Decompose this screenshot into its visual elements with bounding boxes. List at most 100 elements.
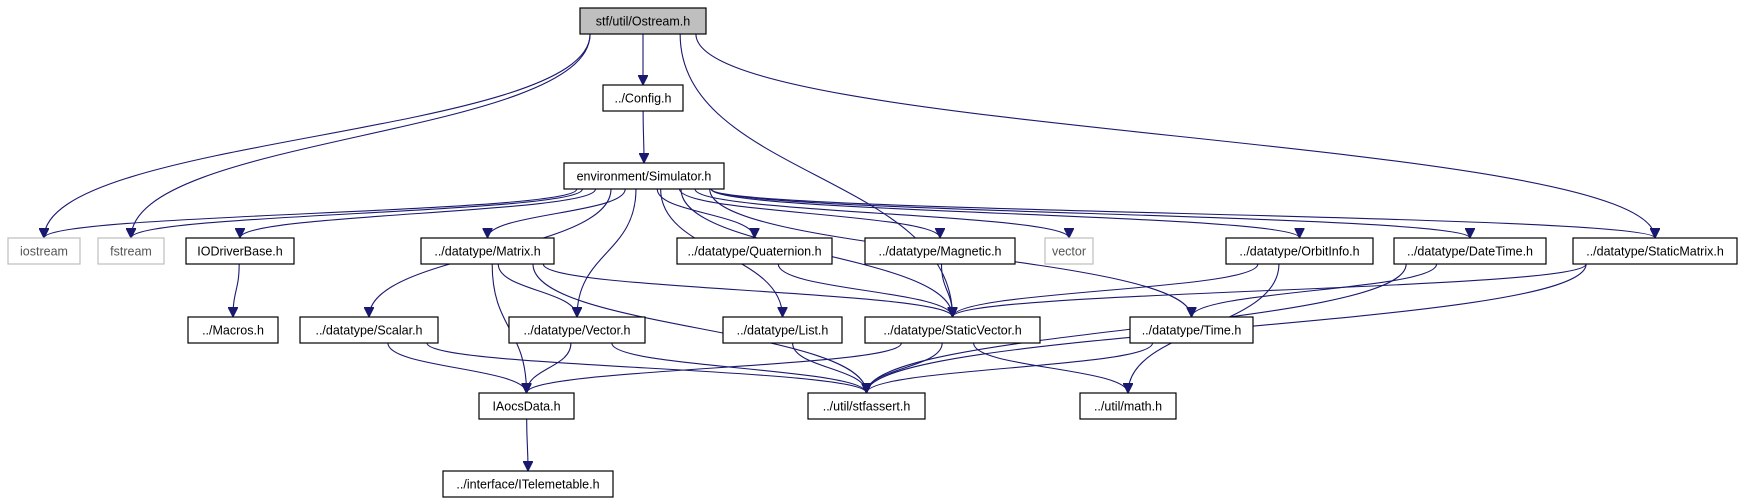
node-fstream: fstream	[97, 237, 165, 265]
node-label: ../datatype/Scalar.h	[315, 324, 422, 338]
node-box	[97, 237, 165, 265]
node-box	[478, 392, 575, 420]
node-box	[299, 316, 439, 344]
node-environment-simulator-h[interactable]: environment/Simulator.h	[563, 162, 725, 190]
node-datatype-scalar-h[interactable]: ../datatype/Scalar.h	[299, 316, 439, 344]
edge-ostream-to-iostream	[44, 33, 591, 238]
node-label: IAocsData.h	[492, 400, 560, 414]
edge-vectorh-to-iaocsdata	[527, 342, 572, 394]
node-config-h[interactable]: ../Config.h	[602, 84, 684, 112]
node-box	[1225, 237, 1374, 265]
node-datatype-datetime-h[interactable]: ../datatype/DateTime.h	[1393, 237, 1547, 265]
node-label: ../datatype/StaticMatrix.h	[1586, 245, 1724, 259]
node-label: environment/Simulator.h	[577, 170, 712, 184]
edge-config-to-simulator	[643, 110, 644, 163]
edge-ostream-to-fstream	[131, 33, 591, 238]
node-stf-util-ostream-h[interactable]: stf/util/Ostream.h	[579, 7, 707, 35]
edge-staticvector-to-math	[973, 342, 1128, 394]
node-label: ../datatype/DateTime.h	[1407, 245, 1533, 259]
edge-matrix-to-staticvector	[542, 263, 952, 318]
node-label: ../datatype/Vector.h	[523, 324, 630, 338]
edge-simulator-to-staticmatrix	[710, 188, 1655, 239]
node-box	[722, 316, 843, 344]
node-datatype-list-h[interactable]: ../datatype/List.h	[722, 316, 843, 344]
node-label: ../datatype/List.h	[737, 324, 829, 338]
node-box	[442, 470, 614, 498]
node-box	[563, 162, 725, 190]
node-datatype-orbitinfo-h[interactable]: ../datatype/OrbitInfo.h	[1225, 237, 1374, 265]
node-box	[864, 316, 1041, 344]
edge-iaocsdata-to-itelemetable	[527, 418, 528, 471]
node-datatype-staticmatrix-h[interactable]: ../datatype/StaticMatrix.h	[1572, 237, 1738, 265]
edge-simulator-to-magnetic	[678, 188, 940, 239]
edge-orbitinfo-to-staticvector	[953, 263, 1259, 318]
node-label: iostream	[20, 245, 68, 259]
node-label: ../datatype/OrbitInfo.h	[1239, 245, 1359, 259]
node-box	[1079, 392, 1177, 420]
node-label: ../util/stfassert.h	[823, 400, 911, 414]
node-label: ../Config.h	[615, 92, 672, 106]
node-iodriverbase-h[interactable]: IODriverBase.h	[185, 237, 295, 265]
edge-iodriver-to-macros	[233, 263, 240, 317]
edge-staticvector-to-iaocsdata	[527, 342, 902, 394]
node-iostream: iostream	[7, 237, 81, 265]
node-label: ../datatype/Matrix.h	[434, 245, 540, 259]
node-box	[420, 237, 555, 265]
edge-simulator-to-matrix	[488, 188, 626, 239]
node-box	[508, 316, 646, 344]
node-datatype-time-h[interactable]: ../datatype/Time.h	[1129, 316, 1254, 344]
node-datatype-magnetic-h[interactable]: ../datatype/Magnetic.h	[864, 237, 1016, 265]
edge-datetime-to-time	[1192, 263, 1438, 318]
node-label: ../util/math.h	[1094, 400, 1162, 414]
edge-simulator-to-vector	[694, 188, 1069, 239]
edge-simulator-to-datetime	[710, 188, 1470, 239]
node-box	[1572, 237, 1738, 265]
node-box	[579, 7, 707, 35]
edge-simulator-to-fstream	[131, 188, 583, 239]
edge-scalar-to-stfassert	[426, 342, 867, 394]
node-util-math-h[interactable]: ../util/math.h	[1079, 392, 1177, 420]
node-box	[1129, 316, 1254, 344]
edge-scalar-to-iaocsdata	[387, 342, 527, 394]
node-label: IODriverBase.h	[197, 245, 282, 259]
edge-matrix-to-vectorh	[497, 263, 577, 318]
edge-time-to-stfassert	[867, 342, 1154, 394]
edge-ostream-to-staticmatrix	[695, 33, 1655, 238]
node-datatype-staticvector-h[interactable]: ../datatype/StaticVector.h	[864, 316, 1041, 344]
node-label: vector	[1052, 245, 1086, 259]
node-datatype-matrix-h[interactable]: ../datatype/Matrix.h	[420, 237, 555, 265]
node-box	[864, 237, 1016, 265]
node-label: ../datatype/Time.h	[1142, 324, 1242, 338]
node-box	[185, 237, 295, 265]
edge-simulator-to-orbitinfo	[710, 188, 1299, 239]
node-label: ../datatype/StaticVector.h	[883, 324, 1021, 338]
edge-list-to-stfassert	[792, 342, 867, 394]
edge-simulator-to-vectorh	[577, 188, 637, 317]
node-datatype-vector-h[interactable]: ../datatype/Vector.h	[508, 316, 646, 344]
node-label: ../Macros.h	[202, 324, 264, 338]
node-datatype-quaternion-h[interactable]: ../datatype/Quaternion.h	[676, 237, 833, 265]
node-vector: vector	[1044, 237, 1094, 265]
node-label: ../datatype/Quaternion.h	[687, 245, 821, 259]
node-macros-h[interactable]: ../Macros.h	[187, 316, 279, 344]
node-iaocsdata-h[interactable]: IAocsData.h	[478, 392, 575, 420]
edge-ostream-to-staticvector	[679, 33, 952, 317]
node-box	[1044, 237, 1094, 265]
node-label: ../interface/ITelemetable.h	[456, 478, 599, 492]
edge-matrix-to-stfassert	[532, 263, 867, 393]
edge-vectorh-to-stfassert	[611, 342, 867, 394]
edge-staticmatrix-to-staticvector	[953, 263, 1587, 318]
node-box	[7, 237, 81, 265]
node-label: stf/util/Ostream.h	[596, 15, 691, 29]
node-box	[1393, 237, 1547, 265]
node-box	[602, 84, 684, 112]
node-box	[807, 392, 926, 420]
node-util-stfassert-h[interactable]: ../util/stfassert.h	[807, 392, 926, 420]
node-interface-itelemetable-h[interactable]: ../interface/ITelemetable.h	[442, 470, 614, 498]
edge-simulator-to-iostream	[44, 188, 578, 239]
node-box	[187, 316, 279, 344]
edge-simulator-to-iodriver	[240, 188, 597, 239]
node-label: ../datatype/Magnetic.h	[879, 245, 1002, 259]
node-label: fstream	[110, 245, 152, 259]
